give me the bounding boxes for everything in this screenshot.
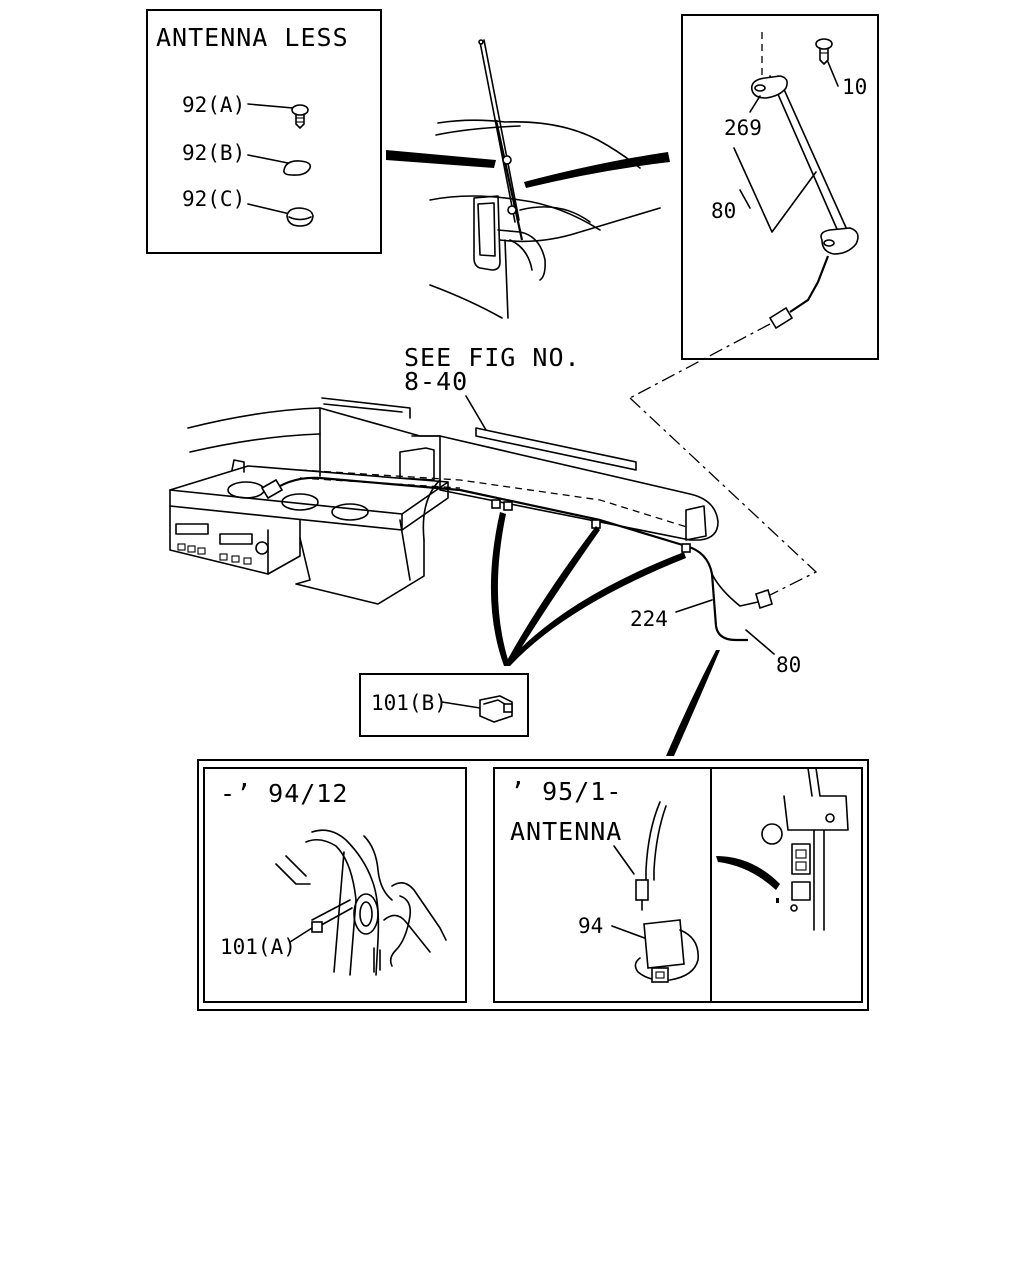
radio-connector (260, 478, 284, 500)
pointer-clip-2 (504, 526, 600, 666)
duct-outline (439, 435, 719, 541)
leader-80-top (733, 147, 817, 233)
leader-224 (675, 599, 713, 613)
tray-top (169, 465, 449, 515)
leader-94 (611, 925, 651, 941)
pointer-lower-detail (666, 650, 720, 756)
dash-upper-outline (187, 407, 321, 477)
lower-detail-frame: -’ 94/12 101(A) ’ 95/1- ANTENNA (197, 759, 869, 1011)
antenna-detail-frame (681, 14, 879, 360)
clip-101b-frame (359, 673, 529, 737)
part-label-94: 94 (578, 914, 603, 938)
label-late-model-date: ’ 95/1- (510, 777, 622, 806)
see-fig-label: SEE FIG NO. (404, 343, 581, 372)
part-label-269: 269 (724, 116, 762, 140)
pointer-clip-3 (504, 552, 686, 666)
leader-101a (289, 927, 313, 943)
pointer-to-detail (524, 152, 670, 188)
pointer-clip-1 (490, 512, 510, 666)
screw-10-icon (815, 38, 833, 65)
door-hinge-drawing (761, 767, 849, 931)
panel-early-model (203, 767, 467, 1003)
part-label-80-mid: 80 (776, 653, 801, 677)
see-fig-leader (465, 395, 487, 431)
pointer-to-mast (386, 150, 496, 168)
antenna-base-bottom (820, 227, 859, 255)
pointer-door-detail (716, 856, 780, 890)
side-mirror (473, 195, 501, 271)
grommet-92c-icon (286, 207, 314, 227)
antenna-less-inset: ANTENNA LESS 92(A) 92(B) 92(C) (146, 9, 382, 254)
leader-92c (247, 203, 291, 215)
dashboard-view: 224 80 (169, 397, 818, 756)
radio-unit (169, 505, 269, 575)
dashdot-link-mid (629, 397, 818, 597)
label-antenna: ANTENNA (510, 817, 622, 846)
clip-101b-inset: 101(B) (359, 673, 529, 737)
label-early-model-date: -’ 94/12 (220, 779, 348, 808)
harness-early-drawing (275, 829, 447, 976)
console-base (295, 537, 425, 605)
screw-92a-icon (291, 104, 309, 129)
part-label-101a: 101(A) (220, 935, 296, 959)
rear-antenna-view (386, 39, 670, 319)
leader-92a (247, 103, 294, 109)
antenna-feeder-cable (267, 476, 748, 642)
antenna-base-top (750, 75, 788, 99)
plug-92b-icon (283, 160, 312, 176)
clip-101b-icon (479, 695, 513, 723)
part-label-10: 10 (842, 75, 867, 99)
panel-late-model (493, 767, 863, 1003)
part-label-92b: 92(B) (182, 141, 245, 165)
fender-line (499, 207, 661, 243)
antenna-less-frame (146, 9, 382, 254)
antenna-less-title: ANTENNA LESS (156, 23, 349, 52)
part-label-101b: 101(B) (371, 691, 447, 715)
module-94-drawing (634, 919, 699, 983)
antenna-lead (789, 255, 830, 313)
part-label-92a: 92(A) (182, 93, 245, 117)
feeder-connector (755, 588, 773, 610)
roof-line (437, 119, 641, 169)
leader-101b (441, 701, 481, 709)
leader-80-mid (745, 629, 775, 655)
part-label-92c: 92(C) (182, 187, 245, 211)
lower-outer-frame (197, 759, 869, 1011)
part-label-224: 224 (630, 607, 668, 631)
lead-connector (768, 306, 794, 330)
leader-antenna (613, 845, 635, 875)
top-rail (475, 427, 637, 471)
duct-end-cap (685, 505, 707, 541)
leader-92b (247, 154, 289, 164)
part-label-80-top: 80 (711, 199, 736, 223)
antenna-detail-inset: 10 269 80 (629, 14, 879, 399)
dashed-harness (299, 469, 691, 529)
antenna-cable-upper (769, 75, 841, 237)
antenna-plug-drawing (635, 801, 667, 911)
see-fig-number: 8-40 (404, 367, 468, 396)
dashdot-link-top (629, 323, 771, 399)
